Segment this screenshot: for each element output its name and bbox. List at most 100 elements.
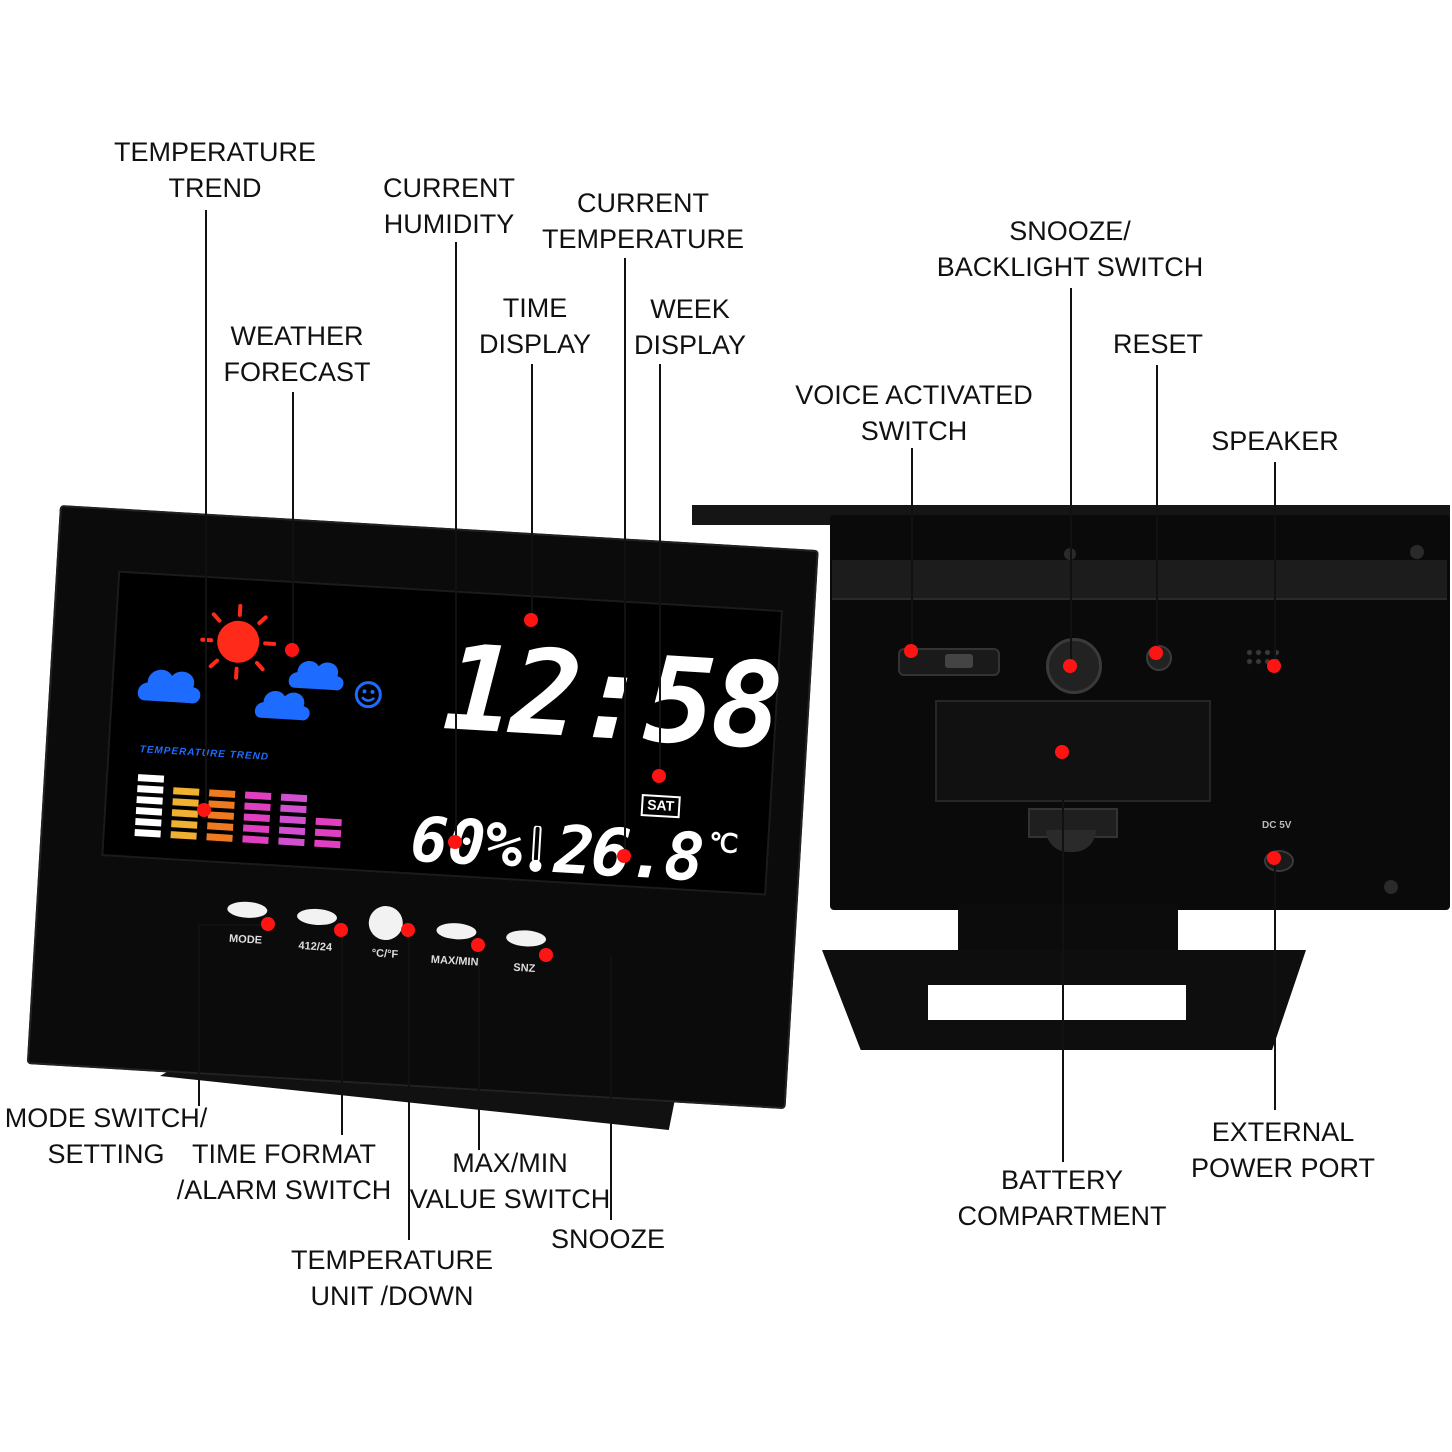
trend-bar-segment [279, 827, 305, 836]
trend-bar-segment [135, 829, 161, 838]
front-button[interactable] [368, 905, 404, 941]
line-max-min [478, 945, 480, 1150]
label-line: SNOOZE [551, 1221, 665, 1257]
lcd-screen: TEMPERATURE TREND 12:58 SAT 60% 26.8 ℃ [101, 571, 783, 896]
marker-current-temperature [617, 849, 631, 863]
front-button[interactable] [506, 929, 547, 947]
line-speaker [1274, 462, 1276, 666]
label-line: TIME FORMAT [177, 1136, 392, 1172]
trend-bar-segment [280, 805, 306, 814]
marker-mode-button [261, 917, 275, 931]
trend-bar-segment [245, 791, 271, 800]
marker-current-humidity [448, 835, 462, 849]
line-snooze-backlight [1070, 288, 1072, 666]
marker-snooze-backlight [1063, 659, 1077, 673]
label-line: CURRENT [383, 170, 515, 206]
marker-snooze-button [539, 948, 553, 962]
trend-bar-segment [172, 798, 198, 807]
label-current-temperature: CURRENT TEMPERATURE [542, 185, 744, 257]
line-temperature-trend [205, 210, 207, 810]
power-port-icon: DC 5V [1262, 820, 1291, 832]
label-max-min: MAX/MIN VALUE SWITCH [410, 1145, 611, 1217]
front-device-body: TEMPERATURE TREND 12:58 SAT 60% 26.8 ℃ M… [27, 505, 819, 1109]
line-snooze [610, 955, 612, 1220]
cloud-icon [134, 656, 207, 708]
label-line: DISPLAY [634, 327, 746, 363]
label-time-format: TIME FORMAT /ALARM SWITCH [177, 1136, 392, 1208]
label-line: TEMPERATURE [542, 221, 744, 257]
trend-bar-segment [315, 829, 341, 838]
marker-power-port [1267, 851, 1281, 865]
label-line: MODE SWITCH/ [5, 1100, 208, 1136]
trend-bar-segment [135, 818, 161, 827]
trend-bar-segment [136, 796, 162, 805]
front-button-label: SNZ [513, 962, 536, 975]
label-line: TIME [479, 290, 591, 326]
trend-bar-segment [281, 794, 307, 803]
label-line: VOICE ACTIVATED [795, 377, 1033, 413]
label-line: TEMPERATURE [114, 134, 316, 170]
line-power-port [1274, 858, 1276, 1110]
back-stand-cutout [928, 985, 1186, 1020]
trend-bar-segment [209, 789, 235, 798]
label-line: BACKLIGHT SWITCH [937, 249, 1204, 285]
trend-bar-segment [242, 835, 268, 844]
marker-speaker [1267, 659, 1281, 673]
power-port-label: DC 5V [1262, 820, 1291, 831]
trend-bar-segment [172, 809, 198, 818]
trend-bar-segment [207, 822, 233, 831]
label-weather-forecast: WEATHER FORECAST [223, 318, 370, 390]
line-voice-switch [911, 448, 913, 650]
trend-bar-segment [315, 818, 341, 827]
thermometer-icon [529, 826, 544, 875]
front-button[interactable] [297, 908, 338, 926]
label-line: BATTERY [958, 1162, 1167, 1198]
screw-bottom-right [1384, 880, 1398, 894]
label-speaker: SPEAKER [1211, 423, 1339, 459]
line-time-display [531, 364, 533, 620]
label-line: RESET [1113, 326, 1203, 362]
label-line: MAX/MIN [410, 1145, 611, 1181]
back-device-bevel [832, 560, 1447, 600]
label-snooze-backlight: SNOOZE/ BACKLIGHT SWITCH [937, 213, 1204, 285]
smiley-icon [352, 679, 384, 711]
front-button[interactable] [436, 922, 477, 940]
voice-switch-knob [945, 654, 973, 668]
label-line: TEMPERATURE [291, 1242, 493, 1278]
line-mode-h [198, 924, 268, 926]
marker-weather-forecast [285, 643, 299, 657]
label-temperature-trend: TEMPERATURE TREND [114, 134, 316, 206]
line-current-humidity [455, 242, 457, 842]
line-weather-forecast [292, 392, 294, 650]
front-button-label: °C/°F [371, 947, 398, 961]
label-week-display: WEEK DISPLAY [634, 291, 746, 363]
label-line: SNOOZE/ [937, 213, 1204, 249]
label-line: WEEK [634, 291, 746, 327]
label-battery: BATTERY COMPARTMENT [958, 1162, 1167, 1234]
label-line: FORECAST [223, 354, 370, 390]
line-reset [1156, 365, 1158, 653]
label-line: DISPLAY [479, 326, 591, 362]
battery-door [935, 700, 1211, 802]
marker-voice-switch [904, 644, 918, 658]
label-voice-activated-switch: VOICE ACTIVATED SWITCH [795, 377, 1033, 449]
label-line: SWITCH [795, 413, 1033, 449]
label-current-humidity: CURRENT HUMIDITY [383, 170, 515, 242]
front-button-label: 412/24 [298, 940, 332, 954]
trend-bar-segment [173, 787, 199, 796]
trend-bar-segment [170, 831, 196, 840]
label-time-display: TIME DISPLAY [479, 290, 591, 362]
label-line: UNIT /DOWN [291, 1278, 493, 1314]
temperature-unit: ℃ [708, 828, 739, 860]
marker-time-format-button [334, 923, 348, 937]
marker-temp-unit-button [401, 923, 415, 937]
label-line: TREND [114, 170, 316, 206]
label-line: /ALARM SWITCH [177, 1172, 392, 1208]
label-reset: RESET [1113, 326, 1203, 362]
trend-bars [134, 759, 378, 853]
trend-bar-segment [171, 820, 197, 829]
front-button[interactable] [227, 901, 268, 919]
label-external-power: EXTERNAL POWER PORT [1191, 1114, 1375, 1186]
trend-bar-segment [314, 840, 340, 849]
